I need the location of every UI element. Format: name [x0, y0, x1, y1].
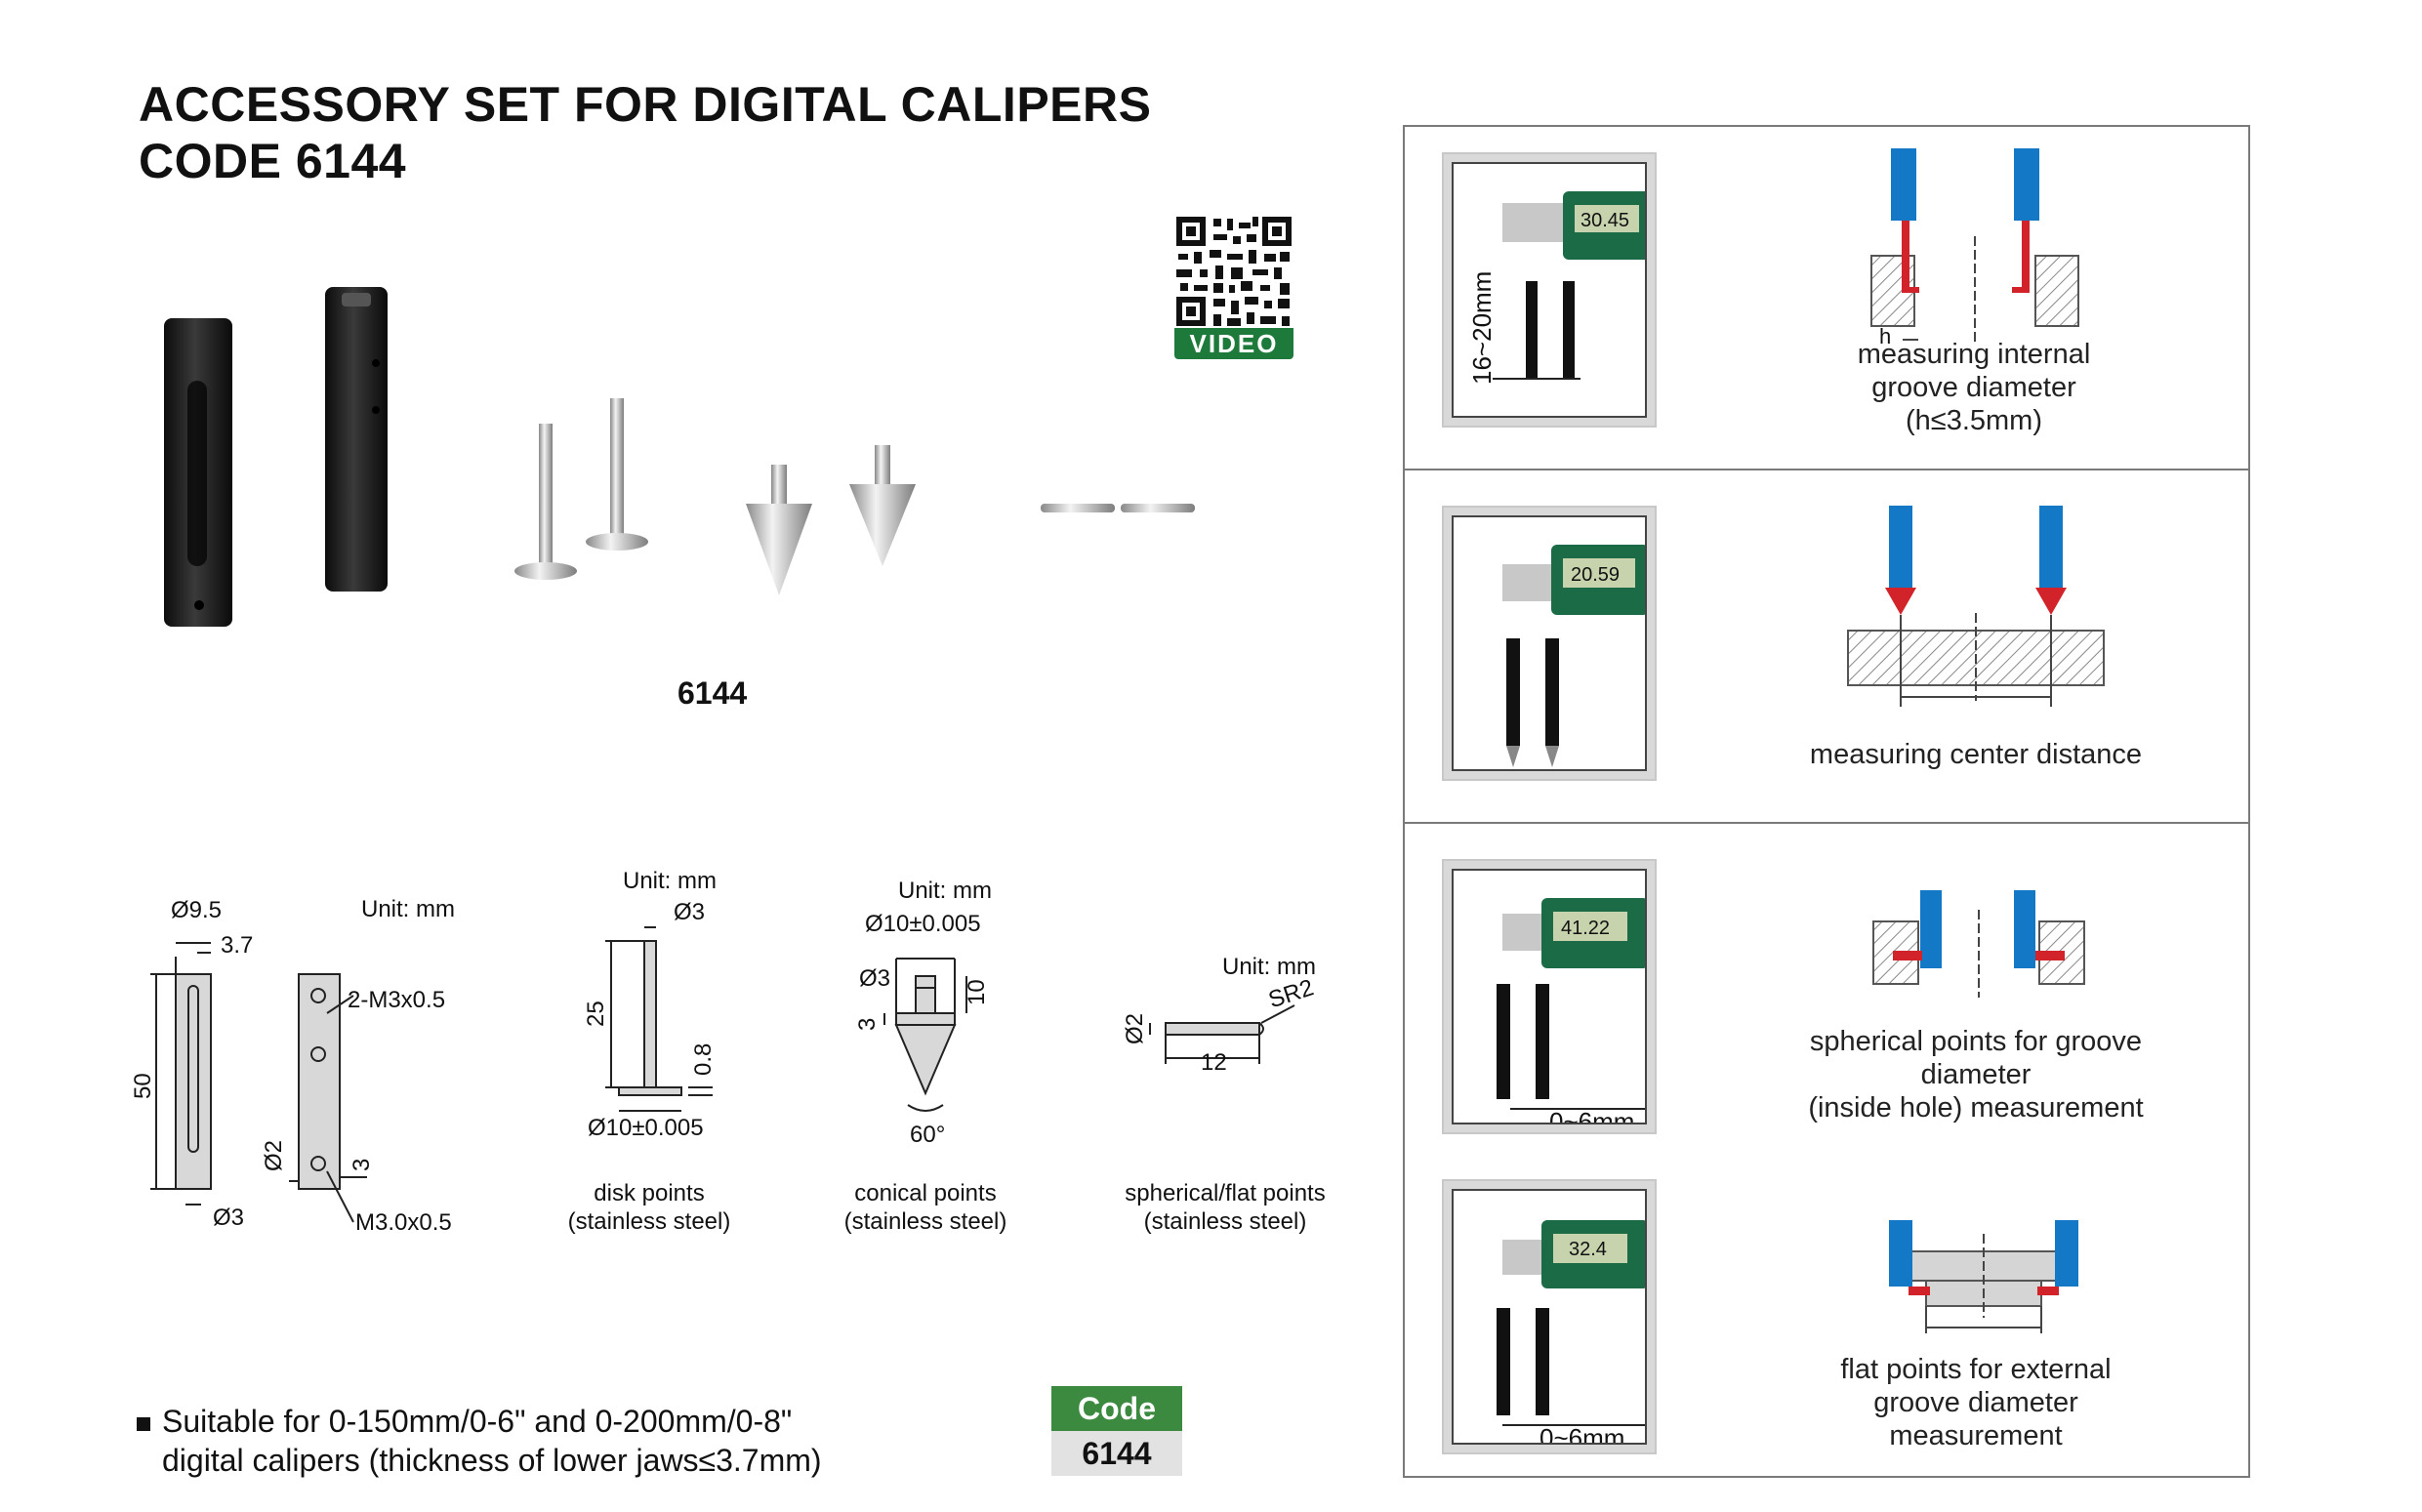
title-line-1: ACCESSORY SET FOR DIGITAL CALIPERS	[139, 77, 1152, 132]
disk-point-photo-1	[514, 424, 577, 580]
ext-d3: Ø3	[213, 1205, 244, 1231]
ext-len50: 50	[130, 1073, 156, 1099]
application-panel: 30.45 16~20mm h measuring internal groov…	[1403, 125, 2250, 1478]
ext-d2: Ø2	[261, 1140, 287, 1171]
conical-caption: conical points (stainless steel)	[843, 1180, 1007, 1235]
disk-point-photo-2	[586, 398, 648, 551]
disk-t08: 0.8	[690, 1043, 717, 1076]
disk-unit: Unit: mm	[623, 868, 717, 894]
diagram-center-distance	[1847, 506, 2105, 707]
spherical-caption: spherical/flat points (stainless steel)	[1125, 1180, 1326, 1235]
caliper-display-1: 30.45	[1580, 210, 1629, 231]
ext-d37: 3.7	[221, 932, 253, 959]
con-h10: 10	[964, 979, 990, 1005]
caliper-photo-3: 41.22 0~6mm	[1442, 859, 1657, 1134]
disk-len25: 25	[583, 1001, 609, 1027]
h-label: h	[1879, 324, 1891, 344]
con-unit: Unit: mm	[898, 878, 992, 904]
code-box: Code 6144	[1051, 1386, 1182, 1476]
bullet-square-icon	[137, 1416, 150, 1431]
diagram-internal-groove: h	[1870, 148, 2079, 344]
ext-dim3: 3	[349, 1159, 375, 1171]
video-badge[interactable]: VIDEO	[1174, 328, 1293, 359]
con-h3: 3	[854, 1018, 881, 1031]
compatibility-note: Suitable for 0-150mm/0-6" and 0-200mm/0-…	[137, 1402, 822, 1480]
diagram-external-groove	[1889, 1220, 2078, 1333]
caption-internal-groove: measuring internal groove diameter (h≤3.…	[1857, 339, 2091, 436]
sph-len12: 12	[1201, 1049, 1227, 1076]
disk-d10: Ø10±0.005	[588, 1115, 704, 1141]
disk-caption: disk points (stainless steel)	[567, 1180, 731, 1235]
sph-unit: Unit: mm	[1222, 954, 1316, 980]
code-value: 6144	[1051, 1431, 1182, 1476]
page-title: ACCESSORY SET FOR DIGITAL CALIPERS CODE …	[139, 76, 1151, 189]
caption-external-groove: flat points for external groove diameter…	[1840, 1354, 2112, 1451]
ext-unit: Unit: mm	[361, 896, 455, 922]
caliper-photo-4: 32.4 0~6mm	[1442, 1179, 1657, 1454]
ext-d95: Ø9.5	[171, 897, 222, 923]
qr-code[interactable]	[1174, 215, 1293, 328]
ext-thread2: M3.0x0.5	[355, 1209, 452, 1236]
range-label-3: 0~6mm	[1549, 1107, 1634, 1124]
conical-point-photo-2	[849, 445, 916, 566]
code-header: Code	[1051, 1386, 1182, 1431]
sph-d2: Ø2	[1122, 1013, 1148, 1044]
product-photo	[164, 287, 1195, 627]
panel-divider	[1405, 469, 2248, 470]
caption-center-distance: measuring center distance	[1809, 739, 2143, 770]
con-d3: Ø3	[859, 965, 890, 992]
extension-rod-photo-2	[325, 287, 388, 592]
disk-d3: Ø3	[674, 899, 705, 925]
ext-thread1: 2-M3x0.5	[348, 987, 445, 1013]
spherical-point-photo	[1041, 504, 1195, 512]
diagram-spherical-groove	[1872, 890, 2085, 998]
caliper-photo-2: 20.59	[1442, 506, 1657, 781]
caliper-display-3: 41.22	[1561, 918, 1610, 939]
technical-drawings: Unit: mm Ø9.5 3.7 50 Ø3 Ø2 2-M3x0.5 3 M3…	[130, 868, 1317, 1236]
con-d10: Ø10±0.005	[865, 911, 981, 937]
caliper-photo-1: 30.45 16~20mm	[1442, 152, 1657, 428]
title-line-2: CODE 6144	[139, 134, 407, 188]
extension-rod-photo-1	[164, 318, 232, 627]
panel-divider	[1405, 822, 2248, 824]
conical-point-photo-1	[746, 465, 812, 595]
caliper-display-4: 32.4	[1569, 1239, 1607, 1260]
product-code-label: 6144	[677, 675, 748, 711]
caliper-display-2: 20.59	[1571, 564, 1620, 586]
caption-spherical-groove: spherical points for groove diameter (in…	[1808, 1026, 2144, 1124]
con-angle: 60°	[910, 1122, 945, 1148]
range-label-1: 16~20mm	[1467, 271, 1497, 385]
sph-sr2: SR2	[1265, 974, 1317, 1013]
range-label-4: 0~6mm	[1539, 1423, 1624, 1445]
